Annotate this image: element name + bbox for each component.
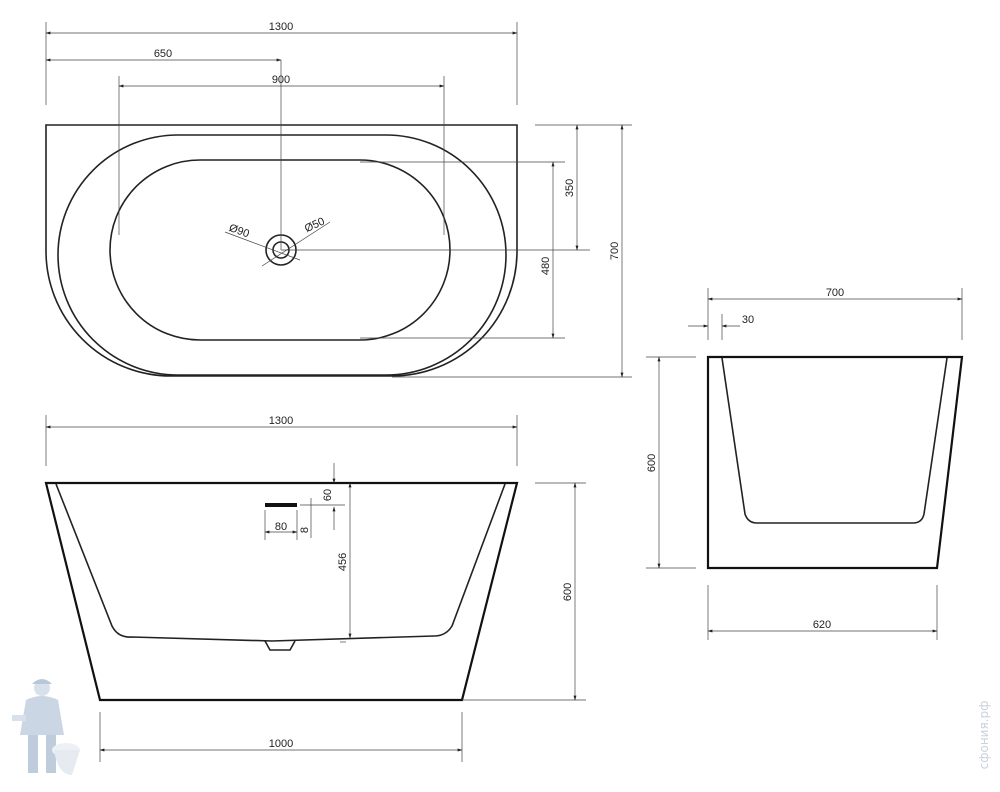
dim-top-half-length: 650 — [154, 48, 172, 60]
dim-overflow-thickness: 8 — [299, 527, 311, 533]
side-view-inner-basin — [721, 357, 948, 524]
dim-front-top-length: 1300 — [269, 415, 293, 427]
dim-front-bottom-length: 1000 — [269, 738, 293, 750]
dim-top-inner-length: 900 — [272, 74, 290, 86]
side-view-outline — [706, 355, 964, 570]
dim-side-bottom-width: 620 — [813, 619, 831, 631]
dim-top-drain-offset: 350 — [564, 179, 576, 197]
dim-side-wall: 30 — [742, 314, 754, 326]
dim-overflow-width: 80 — [275, 521, 287, 533]
dim-front-height: 600 — [562, 583, 574, 601]
dim-side-top-width: 700 — [826, 287, 844, 299]
overflow-slot — [265, 503, 297, 507]
front-view-inner-basin — [55, 483, 506, 642]
front-drain — [264, 640, 296, 651]
side-view: 700 30 600 620 — [646, 287, 964, 640]
dim-overflow-diameter: Ø90 — [227, 222, 251, 240]
watermark: сфония.рф — [977, 701, 991, 770]
dim-overflow-height: 60 — [322, 489, 334, 501]
plumber-logo — [12, 679, 80, 775]
dim-top-inner-width: 480 — [540, 257, 552, 275]
dim-top-overall-width: 700 — [609, 242, 621, 260]
dim-front-depth: 456 — [337, 553, 349, 571]
top-view-outline — [45, 124, 518, 377]
dim-top-overall-length: 1300 — [269, 21, 293, 33]
top-view-basin — [109, 159, 451, 341]
dim-side-height: 600 — [646, 454, 658, 472]
top-view: 1300 650 900 700 350 480 Ø90 Ø50 — [45, 21, 632, 378]
top-view-rim — [57, 134, 507, 376]
front-view-outline — [44, 481, 519, 702]
front-view: 1300 1000 600 456 60 80 8 — [44, 415, 586, 762]
